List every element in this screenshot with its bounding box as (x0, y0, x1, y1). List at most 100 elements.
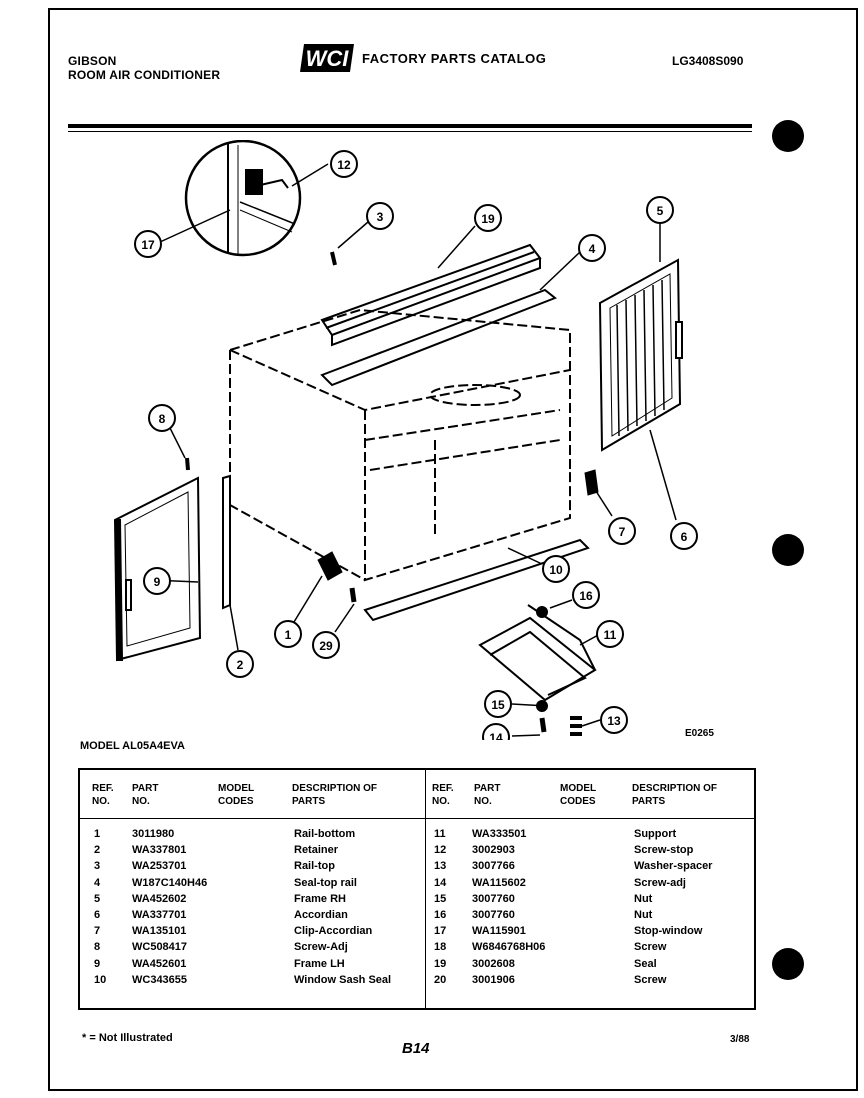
logo-text: WCI (306, 46, 350, 71)
part-cell: WA452601 (132, 957, 187, 970)
desc-cell: Screw (634, 941, 667, 954)
callout-3: 3 (366, 202, 394, 230)
part-cell: 3002903 (472, 844, 515, 857)
part-cell: WA337701 (132, 909, 187, 921)
part-cell: WA337801 (132, 844, 187, 857)
binder-hole-top (772, 120, 804, 152)
svg-text:10: 10 (549, 563, 563, 577)
nut-16 (536, 606, 548, 618)
ref-cell: 10 (94, 973, 107, 986)
svg-text:29: 29 (319, 639, 333, 653)
callout-29: 29 (312, 631, 340, 659)
svg-text:8: 8 (159, 412, 166, 426)
wci-logo: WCI (300, 44, 354, 72)
col-ref-right: REF. NO. (432, 783, 454, 807)
desc-cell: Accordian (294, 909, 348, 921)
ref-cell: 5 (94, 892, 101, 905)
binder-hole-bottom (772, 948, 804, 980)
svg-text:3: 3 (377, 210, 384, 224)
screw-14 (539, 717, 547, 733)
callout-10: 10 (542, 555, 570, 583)
page-number: B14 (402, 1040, 430, 1057)
callout-16: 16 (572, 581, 600, 609)
callout-11: 11 (596, 620, 624, 648)
ref-cell: 6 (94, 909, 101, 921)
part-cell: WA452602 (132, 892, 187, 905)
table-row: 2 WA337801 Retainer (80, 844, 410, 860)
part-cell: WC343655 (132, 973, 188, 986)
ref-cell: 18 (434, 941, 447, 954)
ref-cell: 16 (434, 909, 447, 921)
ref-cell: 17 (434, 925, 447, 938)
desc-cell: Window Sash Seal (294, 973, 392, 986)
callout-9: 9 (143, 567, 171, 595)
callout-1: 1 (274, 620, 302, 648)
page-frame (48, 8, 858, 1091)
callout-2: 2 (226, 650, 254, 678)
parts-table: REF. NO. PART NO. MODEL CODES DESCRIPTIO… (78, 768, 756, 1010)
bottom-rail (363, 538, 590, 622)
header-rule-thick (68, 124, 752, 128)
part-cell: W6846768H06 (472, 941, 546, 954)
catalog-number: LG3408S090 (672, 54, 744, 68)
ref-cell: 14 (434, 876, 447, 889)
part-cell: WC508417 (132, 941, 188, 954)
callout-4: 4 (578, 234, 606, 262)
table-row: 6 WA337701 Accordian (80, 909, 410, 925)
ref-cell: 7 (94, 925, 101, 938)
col-desc-left: DESCRIPTION OF PARTS (292, 783, 378, 807)
part-cell: WA253701 (132, 860, 187, 873)
exploded-parts-diagram: 17 12 3 19 4 5 6 7 8 9 2 10 1 29 16 11 1… (60, 139, 760, 751)
table-row: 10 WC343655 Window Sash Seal (80, 974, 410, 990)
ref-cell: 2 (94, 844, 101, 857)
svg-text:2: 2 (237, 658, 244, 672)
svg-text:7: 7 (619, 525, 626, 539)
callout-17: 17 (134, 230, 162, 258)
ref-cell: 3 (94, 860, 101, 873)
callout-13: 13 (600, 706, 628, 734)
col-desc-right: DESCRIPTION OF PARTS (632, 783, 718, 807)
ref-cell: 20 (434, 973, 447, 986)
part-cell: 3001906 (472, 973, 515, 986)
callout-14: 14 (482, 723, 510, 751)
desc-cell: Support (634, 828, 677, 840)
desc-cell: Screw-Adj (294, 941, 348, 954)
header-rule-thin (68, 131, 752, 132)
part-cell: WA333501 (472, 828, 527, 840)
desc-cell: Retainer (294, 844, 339, 857)
revision-date: 3/88 (730, 1034, 750, 1045)
desc-cell: Rail-bottom (294, 828, 356, 840)
retainer (222, 474, 231, 610)
ref-cell: 19 (434, 957, 447, 970)
screw-29 (349, 587, 357, 603)
part-cell: WA115901 (472, 925, 526, 938)
left-frame (113, 476, 202, 662)
callout-5: 5 (646, 196, 674, 224)
callout-19: 19 (474, 204, 502, 232)
table-divider (425, 770, 426, 1008)
desc-cell: Clip-Accordian (294, 925, 373, 938)
col-ref-left: REF. NO. (92, 783, 114, 807)
not-illustrated-note: * = Not Illustrated (82, 1032, 173, 1044)
cabinet-outline (229, 308, 571, 582)
product-name: ROOM AIR CONDITIONER (68, 68, 221, 82)
desc-cell: Rail-top (294, 860, 335, 873)
catalog-header: WCI FACTORY PARTS CATALOG (298, 42, 546, 74)
svg-text:6: 6 (681, 530, 688, 544)
desc-cell: Seal (634, 957, 657, 970)
washer-stack (570, 716, 582, 736)
brand-name: GIBSON (68, 54, 117, 68)
svg-text:12: 12 (337, 158, 351, 172)
desc-cell: Screw-stop (634, 844, 694, 857)
